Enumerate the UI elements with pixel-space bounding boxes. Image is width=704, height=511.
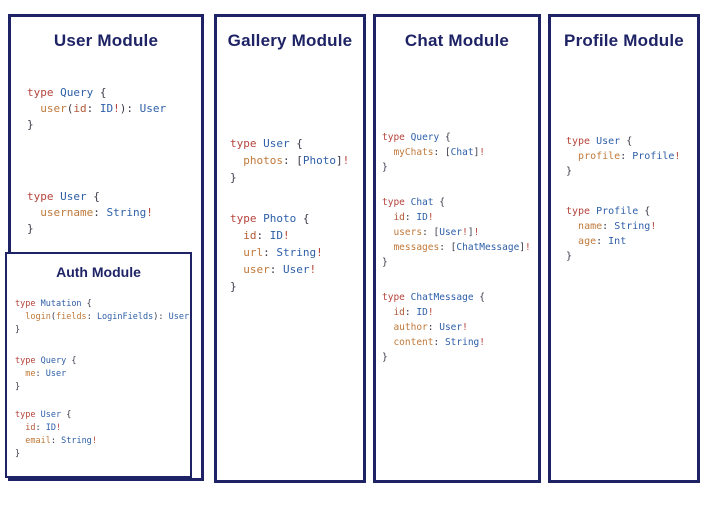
panel-profile-module: Profile Module type User { profile: Prof…	[548, 14, 700, 483]
panel-title-user: User Module	[53, 31, 159, 50]
code-block-user-type: type User { username: String!}	[27, 190, 153, 235]
panel-title-gallery: Gallery Module	[227, 31, 353, 50]
code-block-chat-query: type Query { myChats: [Chat]!}	[382, 132, 486, 173]
panel-title-chat: Chat Module	[404, 31, 510, 50]
code-block-auth-user: type User { id: ID! email: String!}	[15, 410, 97, 459]
code-block-user-query: type Query { user(id: ID!): User}	[27, 86, 167, 131]
panel-chat-module: Chat Module type Query { myChats: [Chat]…	[373, 14, 541, 483]
code-block-gallery-user: type User { photos: [Photo]!}	[230, 137, 350, 184]
code-block-gallery-photo: type Photo { id: ID! url: String! user: …	[230, 212, 323, 293]
code-block-chat-message: type ChatMessage { id: ID! author: User!…	[382, 292, 486, 363]
panel-auth-module: Auth Module type Mutation { login(fields…	[5, 252, 192, 478]
code-block-chat-type: type Chat { id: ID! users: [User!]! mess…	[382, 197, 531, 268]
code-block-profile-user: type User { profile: Profile!}	[566, 136, 681, 177]
code-block-profile-type: type Profile { name: String! age: Int}	[566, 206, 657, 262]
panel-title-auth: Auth Module	[56, 264, 141, 280]
code-block-auth-mutation: type Mutation { login(fields: LoginField…	[15, 299, 190, 335]
code-block-auth-query: type Query { me: User}	[15, 356, 77, 392]
panel-gallery-module: Gallery Module type User { photos: [Phot…	[214, 14, 366, 483]
panel-title-profile: Profile Module	[564, 31, 684, 50]
